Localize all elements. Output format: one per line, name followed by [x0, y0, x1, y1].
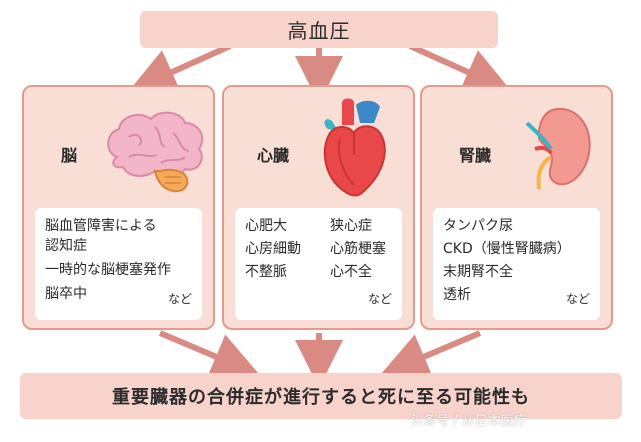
panel-title-brain: 脳 — [61, 146, 78, 165]
brain-item-1: 脳血管障害による — [45, 218, 157, 234]
heart-list: 心肥大 狭心症 心房細動 心筋梗塞 不整脈 心不全 など — [235, 208, 402, 320]
panel-kidney: 腎臓 タンパク尿 CKD（慢性腎臓病） 末期腎不全 透析 など — [420, 85, 613, 330]
panel-title-kidney: 腎臓 — [459, 146, 492, 165]
heart-item-5: 不整脈 — [245, 264, 287, 280]
brain-etc: など — [167, 292, 192, 306]
kidney-item-2: CKD（慢性腎臓病） — [443, 241, 571, 257]
brain-item-2: 認知症 — [45, 238, 87, 254]
hypertension-label: 高血圧 — [287, 19, 351, 43]
kidney-item-4: 透析 — [443, 287, 471, 303]
brain-item-4: 脳卒中 — [45, 286, 87, 302]
heart-etc: など — [367, 292, 392, 306]
conclusion-box: 重要臓器の合併症が進行すると死に至る可能性も — [20, 373, 622, 419]
kidney-icon — [525, 107, 591, 190]
brain-list: 脳血管障害による 認知症 一時的な脳梗塞発作 脳卒中 など — [35, 208, 202, 320]
heart-item-1: 心肥大 — [245, 218, 287, 234]
arrow-to-brain — [128, 43, 232, 95]
hypertension-box: 高血圧 — [140, 11, 498, 48]
brain-icon — [107, 111, 204, 193]
panel-brain: 脳 脳血管障害による 認知症 一時的な脳梗塞発作 脳卒中 など — [22, 85, 215, 330]
kidney-item-1: タンパク尿 — [443, 218, 513, 234]
panel-heart: 心臓 心肥大 狭心症 心房細動 心筋梗塞 不整脈 心不全 など — [222, 85, 415, 330]
heart-icon — [323, 98, 386, 197]
heart-item-2: 狭心症 — [330, 218, 372, 234]
kidney-list: タンパク尿 CKD（慢性腎臓病） 末期腎不全 透析 など — [433, 208, 600, 320]
conclusion-label: 重要臓器の合併症が進行すると死に至る可能性も — [112, 387, 530, 408]
heart-item-6: 心不全 — [330, 264, 372, 280]
watermark: 头条号 / 从日本医疗 — [410, 414, 527, 429]
arrow-from-brain — [158, 330, 261, 379]
panel-title-heart: 心臓 — [257, 146, 290, 165]
brain-item-3: 一時的な脳梗塞発作 — [45, 262, 171, 278]
heart-item-3: 心房細動 — [245, 241, 301, 257]
heart-item-4: 心筋梗塞 — [330, 241, 386, 257]
arrow-from-kidney — [379, 330, 482, 379]
arrow-to-kidney — [408, 43, 512, 95]
kidney-item-3: 末期腎不全 — [443, 264, 513, 280]
kidney-etc: など — [565, 292, 590, 306]
